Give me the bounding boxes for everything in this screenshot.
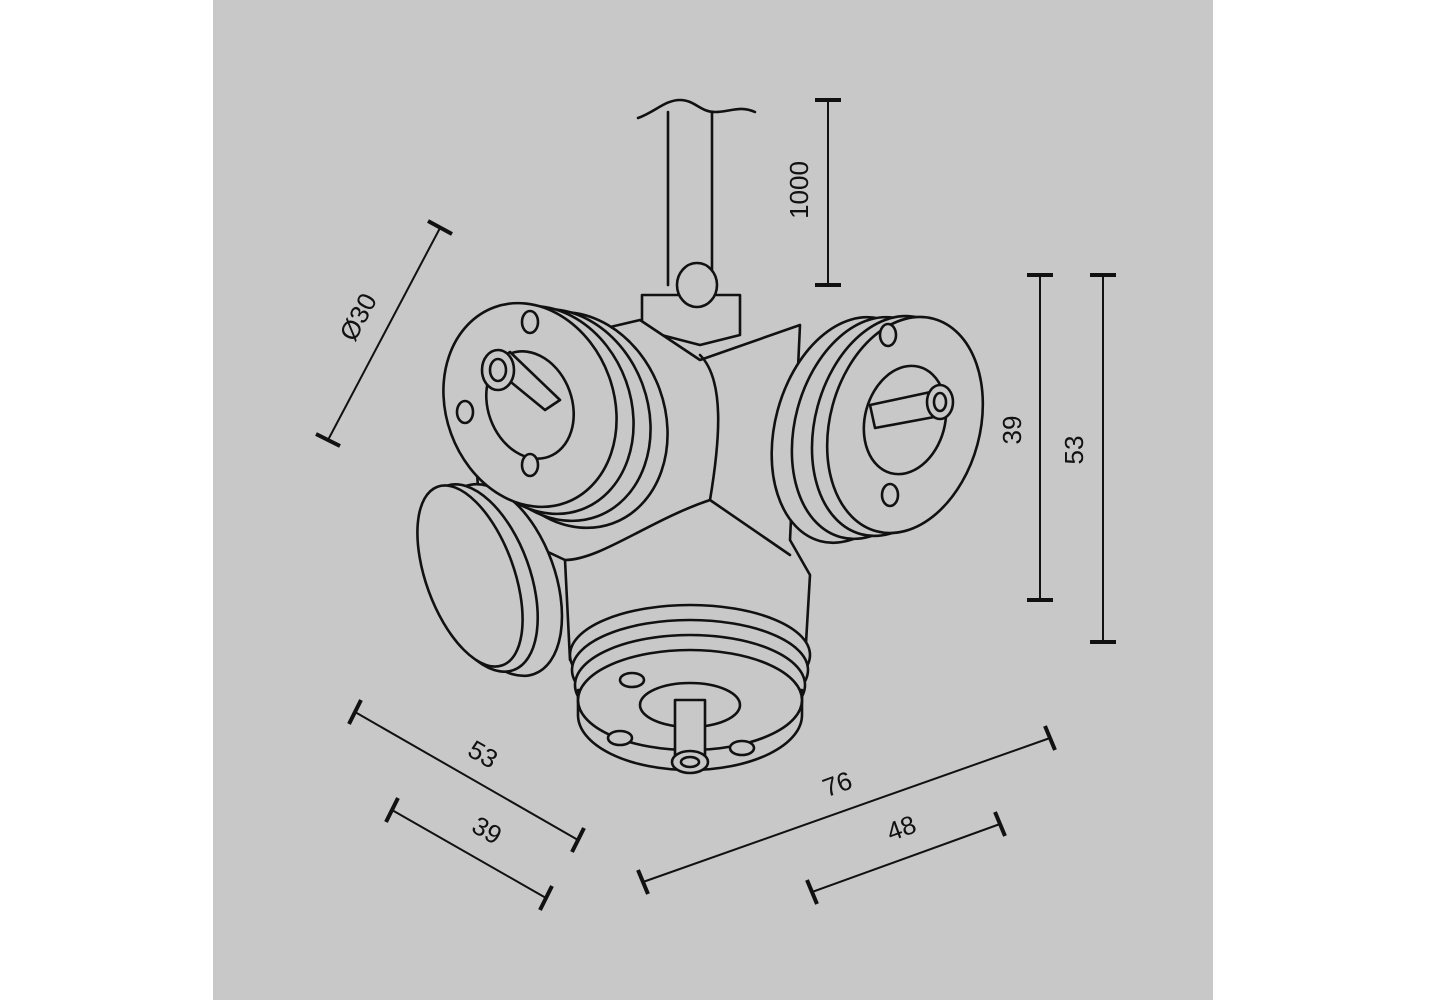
label-diameter: Ø30 bbox=[333, 288, 383, 345]
label-depth-inner: 39 bbox=[467, 810, 507, 850]
dimension-depth-inner: 39 bbox=[384, 797, 554, 911]
dimension-cable-length: 1000 bbox=[784, 98, 841, 287]
dimension-diameter: Ø30 bbox=[315, 219, 453, 448]
bottom-module bbox=[568, 603, 812, 775]
dimension-height-outer: 53 bbox=[1059, 273, 1116, 644]
label-height-inner: 39 bbox=[997, 416, 1027, 445]
back-left-module bbox=[416, 482, 564, 678]
label-width-inner: 48 bbox=[883, 809, 920, 847]
label-height-outer: 53 bbox=[1059, 436, 1089, 465]
left-module bbox=[442, 301, 669, 530]
label-depth-outer: 53 bbox=[463, 734, 503, 774]
dimension-depth-outer: 53 bbox=[347, 699, 586, 853]
label-cable-length: 1000 bbox=[784, 161, 814, 219]
right-module bbox=[770, 314, 985, 545]
label-width-outer: 76 bbox=[819, 765, 856, 803]
dimension-width-inner: 48 bbox=[805, 809, 1007, 905]
dimension-height-inner: 39 bbox=[997, 273, 1053, 602]
suspension-cable bbox=[636, 98, 757, 287]
